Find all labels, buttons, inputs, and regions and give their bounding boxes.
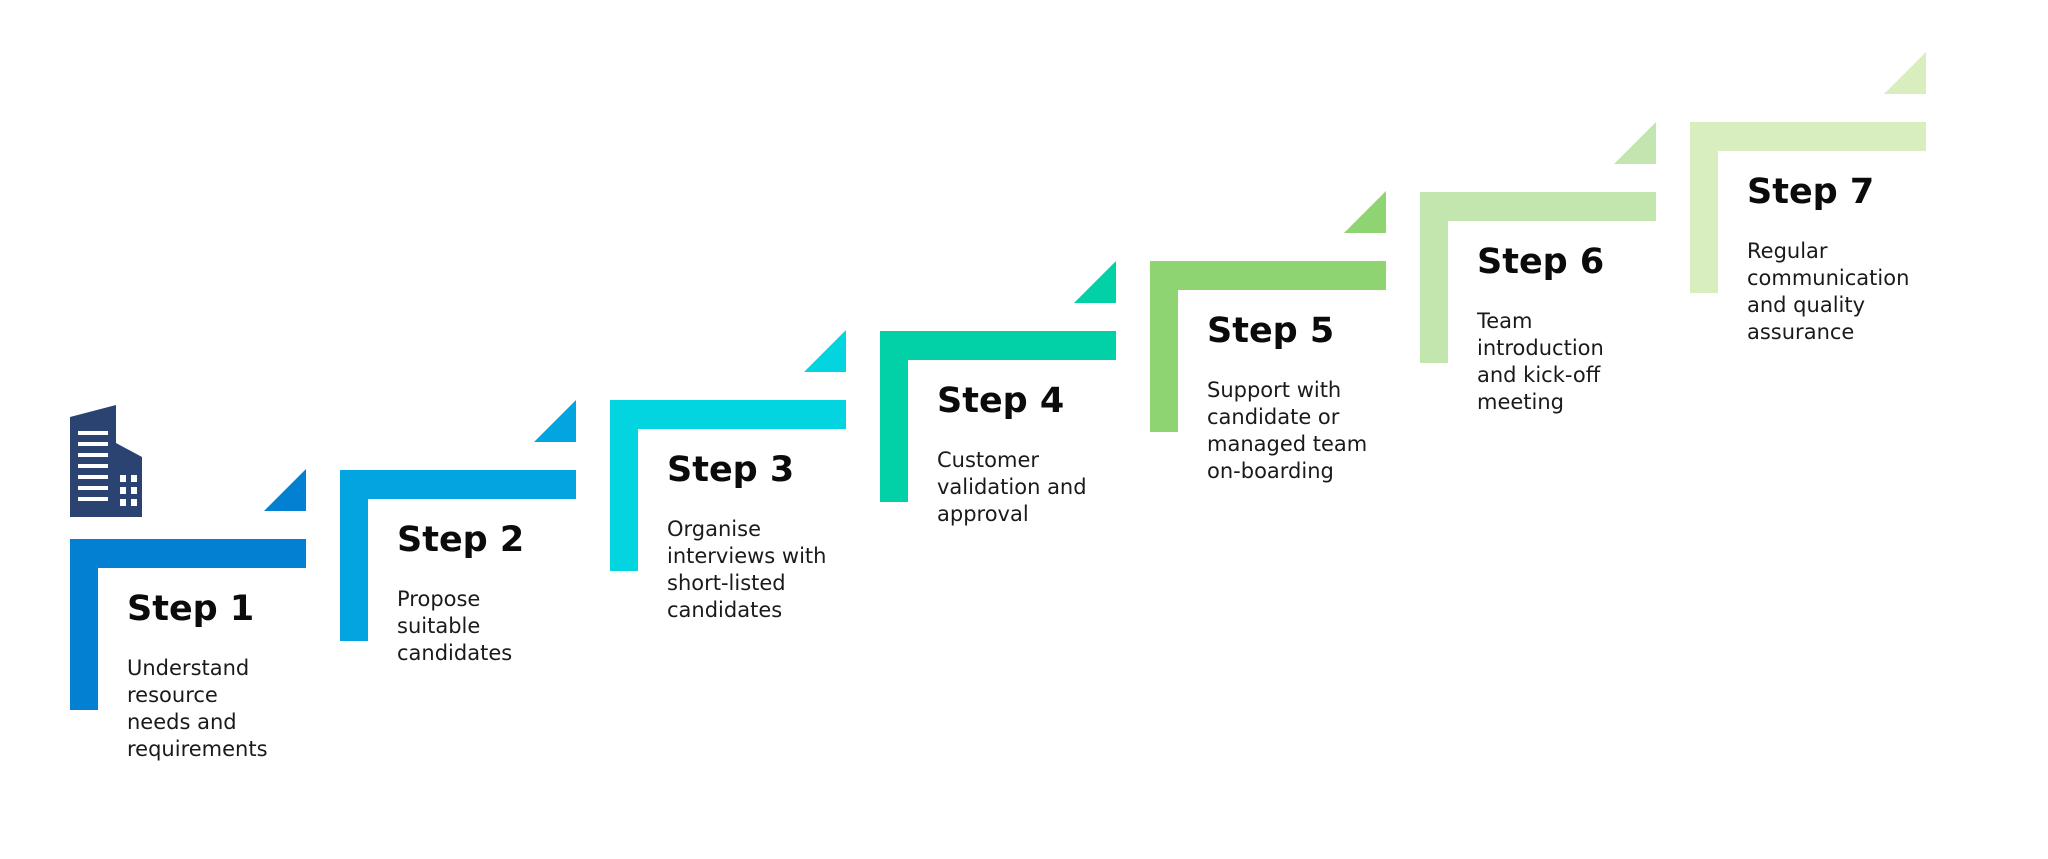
step-bar-horizontal	[610, 400, 846, 429]
step-bar-vertical	[880, 331, 908, 502]
step-title: Step 6	[1477, 242, 1605, 282]
step-bar-vertical	[610, 400, 638, 571]
corner-triangle	[1884, 52, 1926, 94]
corner-triangle	[534, 400, 576, 442]
step-bar-vertical	[1690, 122, 1718, 293]
step-2: Step 2 Propose suitable candidates	[340, 400, 610, 790]
step-bar-horizontal	[880, 331, 1116, 360]
step-title: Step 3	[667, 450, 795, 490]
corner-triangle	[1074, 261, 1116, 303]
step-description: Support with candidate or managed team o…	[1207, 378, 1368, 483]
step-description: Organise interviews with short-listed ca…	[667, 517, 827, 622]
step-7: Step 7 Regular communication and quality…	[1690, 52, 1960, 442]
corner-triangle	[264, 469, 306, 511]
step-bar-vertical	[70, 539, 98, 710]
step-4: Step 4 Customer validation and approval	[880, 261, 1150, 651]
step-1: Step 1 Understand resource needs and req…	[70, 469, 340, 859]
step-bar-vertical	[1420, 192, 1448, 363]
step-bar-horizontal	[1150, 261, 1386, 290]
step-description: Regular communication and quality assura…	[1747, 239, 1910, 344]
step-title: Step 2	[397, 520, 525, 560]
step-title: Step 1	[127, 589, 255, 629]
step-bar-horizontal	[340, 470, 576, 499]
step-description: Understand resource needs and requiremen…	[127, 656, 268, 761]
step-description: Customer validation and approval	[937, 448, 1087, 526]
step-description: Team introduction and kick-off meeting	[1477, 309, 1604, 414]
corner-triangle	[1344, 191, 1386, 233]
step-bar-horizontal	[70, 539, 306, 568]
step-bar-vertical	[340, 470, 368, 641]
step-title: Step 7	[1747, 172, 1875, 212]
step-6: Step 6 Team introduction and kick-off me…	[1420, 122, 1690, 512]
corner-triangle	[804, 330, 846, 372]
step-description: Propose suitable candidates	[397, 587, 513, 665]
corner-triangle	[1614, 122, 1656, 164]
step-5: Step 5 Support with candidate or managed…	[1150, 191, 1420, 581]
step-bar-horizontal	[1420, 192, 1656, 221]
step-bar-vertical	[1150, 261, 1178, 432]
step-title: Step 4	[937, 381, 1065, 421]
building-icon	[70, 405, 142, 517]
step-title: Step 5	[1207, 311, 1335, 351]
step-3: Step 3 Organise interviews with short-li…	[610, 330, 880, 720]
step-bar-horizontal	[1690, 122, 1926, 151]
